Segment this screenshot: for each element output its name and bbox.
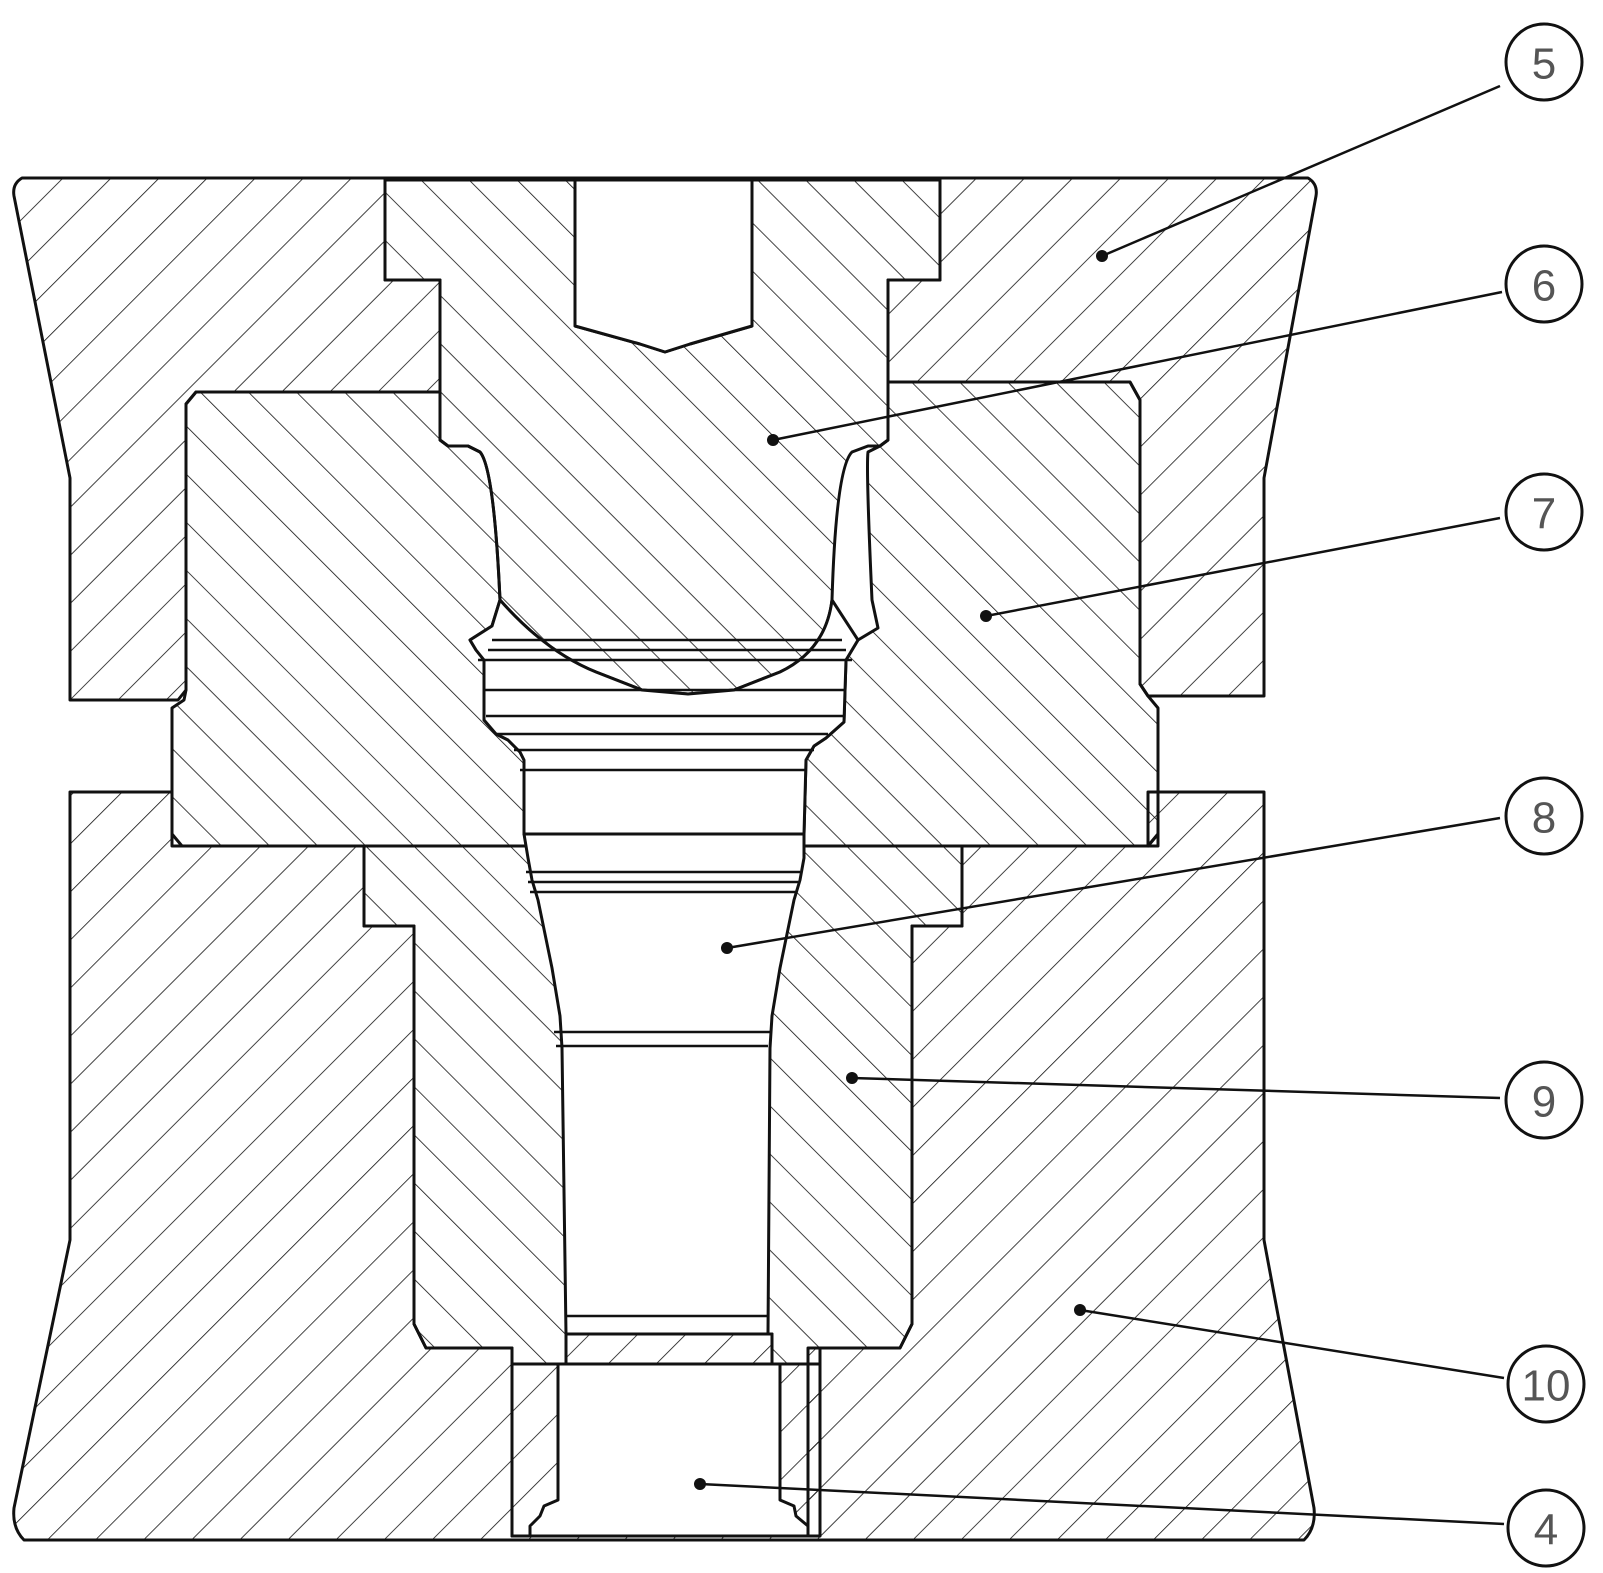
callout-4: 4 xyxy=(1506,1488,1586,1568)
callout-6-label: 6 xyxy=(1532,262,1556,311)
leader-7 xyxy=(985,516,1501,618)
leader-dot-8 xyxy=(721,942,733,954)
callout-8-label: 8 xyxy=(1532,794,1556,843)
leader-9 xyxy=(851,1076,1501,1100)
leader-dot-7 xyxy=(980,610,992,622)
callout-4-label: 4 xyxy=(1534,1506,1558,1555)
leader-dot-6 xyxy=(767,434,779,446)
leader-dot-4 xyxy=(694,1478,706,1490)
leader-dot-9 xyxy=(846,1072,858,1084)
callout-7-label: 7 xyxy=(1532,490,1556,539)
callout-5-label: 5 xyxy=(1532,40,1556,89)
leader-6 xyxy=(772,290,1503,442)
callout-7: 7 xyxy=(1504,472,1584,552)
leader-dot-5 xyxy=(1096,250,1108,262)
part-6-center-hole xyxy=(573,178,754,354)
callout-10: 10 xyxy=(1506,1344,1586,1424)
callout-6: 6 xyxy=(1504,244,1584,324)
workpiece-detail-lines xyxy=(478,638,852,1336)
callout-5: 5 xyxy=(1504,22,1584,102)
leader-4 xyxy=(699,1482,1505,1526)
part-4-ejector-pin xyxy=(510,1332,822,1538)
leader-10 xyxy=(1079,1308,1505,1380)
leader-lines xyxy=(694,84,1505,1526)
workpiece-bore xyxy=(522,832,806,1336)
callout-9-label: 9 xyxy=(1532,1078,1556,1127)
callout-10-label: 10 xyxy=(1522,1362,1571,1411)
leader-5 xyxy=(1101,84,1501,258)
callout-8: 8 xyxy=(1504,776,1584,856)
leader-8 xyxy=(726,816,1501,950)
callout-9: 9 xyxy=(1504,1060,1584,1140)
leader-dot-10 xyxy=(1074,1304,1086,1316)
